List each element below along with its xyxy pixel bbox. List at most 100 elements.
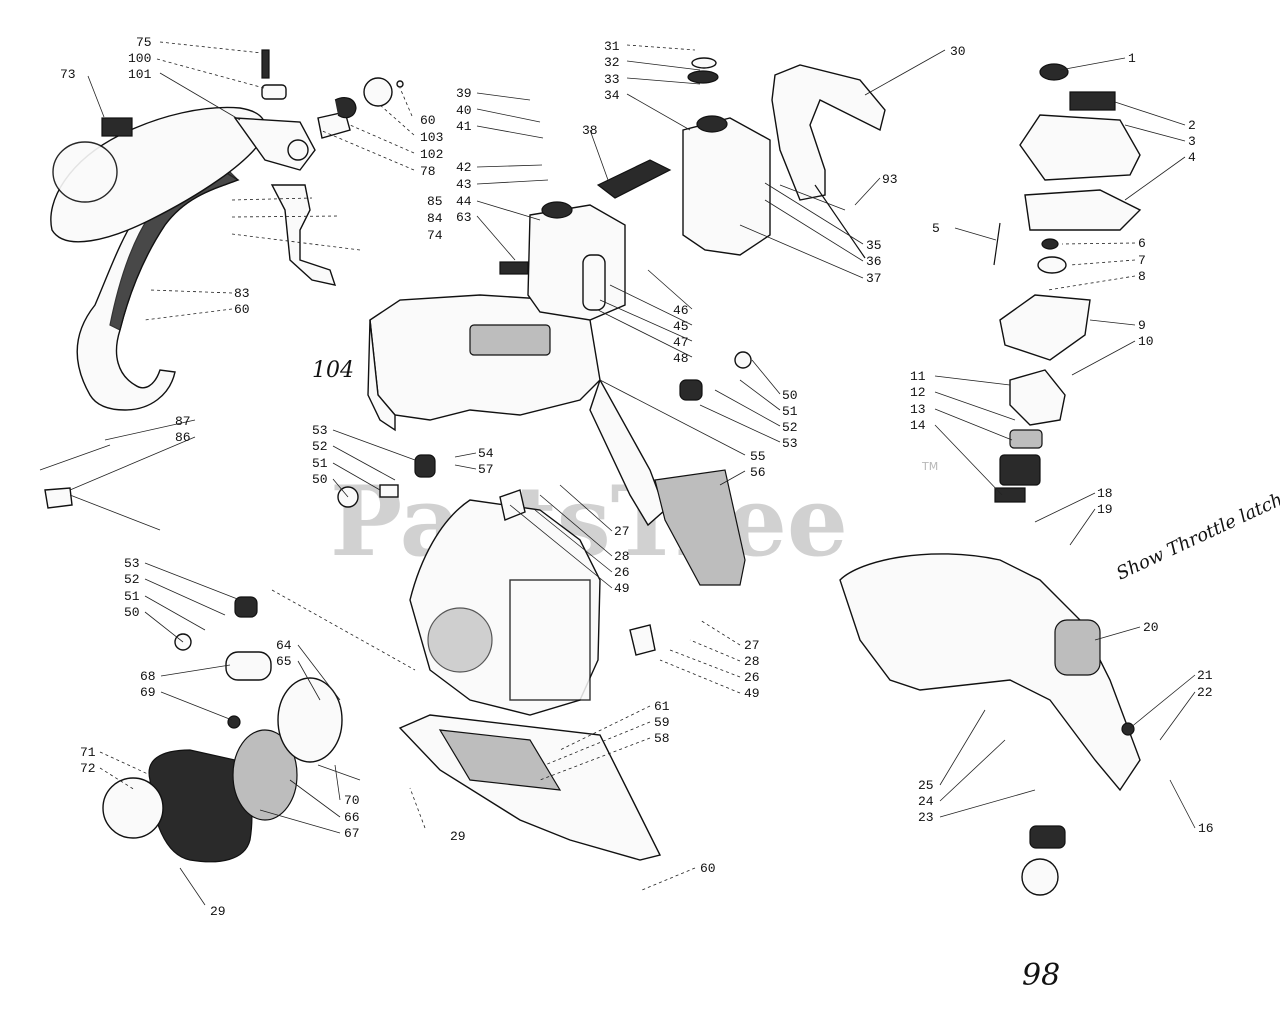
part-label[interactable]: 19	[1097, 502, 1113, 517]
part-label[interactable]: 28	[614, 549, 630, 564]
part-label[interactable]: 42	[456, 160, 472, 175]
part-label[interactable]: 32	[604, 55, 620, 70]
part-label[interactable]: 70	[344, 793, 360, 808]
part-label[interactable]: 48	[673, 351, 689, 366]
part-label[interactable]: 45	[673, 319, 689, 334]
part-label[interactable]: 26	[744, 670, 760, 685]
part-label[interactable]: 83	[234, 286, 250, 301]
part-label[interactable]: 50	[782, 388, 798, 403]
part-label[interactable]: 35	[866, 238, 882, 253]
part-label[interactable]: 26	[614, 565, 630, 580]
part-label[interactable]: 73	[60, 67, 76, 82]
part-label[interactable]: 22	[1197, 685, 1213, 700]
part-label[interactable]: 53	[124, 556, 140, 571]
part-label[interactable]: 31	[604, 39, 620, 54]
part-label[interactable]: 100	[128, 51, 151, 66]
part-label[interactable]: 1	[1128, 51, 1136, 66]
part-label[interactable]: 103	[420, 130, 443, 145]
part-label[interactable]: 40	[456, 103, 472, 118]
part-label[interactable]: 39	[456, 86, 472, 101]
part-label[interactable]: 66	[344, 810, 360, 825]
part-label[interactable]: 51	[782, 404, 798, 419]
part-label[interactable]: 8	[1138, 269, 1146, 284]
part-label[interactable]: 50	[124, 605, 140, 620]
part-label[interactable]: 6	[1138, 236, 1146, 251]
part-label[interactable]: 46	[673, 303, 689, 318]
part-label[interactable]: 58	[654, 731, 670, 746]
part-label[interactable]: 51	[124, 589, 140, 604]
part-label[interactable]: 53	[782, 436, 798, 451]
part-label[interactable]: 23	[918, 810, 934, 825]
part-label[interactable]: 102	[420, 147, 443, 162]
part-label[interactable]: 53	[312, 423, 328, 438]
part-label[interactable]: 25	[918, 778, 934, 793]
part-label[interactable]: 27	[744, 638, 760, 653]
part-label[interactable]: 4	[1188, 150, 1196, 165]
part-label[interactable]: 71	[80, 745, 96, 760]
part-label[interactable]: 57	[478, 462, 494, 477]
part-label[interactable]: 20	[1143, 620, 1159, 635]
part-label[interactable]: 78	[420, 164, 436, 179]
part-label[interactable]: 7	[1138, 253, 1146, 268]
part-label[interactable]: 30	[950, 44, 966, 59]
part-label[interactable]: 50	[312, 472, 328, 487]
part-label[interactable]: 60	[234, 302, 250, 317]
part-label[interactable]: 51	[312, 456, 328, 471]
part-label[interactable]: 75	[136, 35, 152, 50]
part-label[interactable]: 52	[782, 420, 798, 435]
part-label[interactable]: 21	[1197, 668, 1213, 683]
part-label[interactable]: 56	[750, 465, 766, 480]
part-label[interactable]: 84	[427, 211, 443, 226]
part-label[interactable]: 16	[1198, 821, 1214, 836]
part-label[interactable]: 101	[128, 67, 152, 82]
part-label[interactable]: 55	[750, 449, 766, 464]
part-label[interactable]: 93	[882, 172, 898, 187]
part-label[interactable]: 49	[744, 686, 760, 701]
part-label[interactable]: 34	[604, 88, 620, 103]
part-label[interactable]: 61	[654, 699, 670, 714]
part-label[interactable]: 27	[614, 524, 630, 539]
part-label[interactable]: 18	[1097, 486, 1113, 501]
part-label[interactable]: 36	[866, 254, 882, 269]
part-label[interactable]: 5	[932, 221, 940, 236]
part-label[interactable]: 37	[866, 271, 882, 286]
part-label[interactable]: 54	[478, 446, 494, 461]
part-label[interactable]: 65	[276, 654, 292, 669]
part-label[interactable]: 43	[456, 177, 472, 192]
part-label[interactable]: 68	[140, 669, 156, 684]
part-label[interactable]: 33	[604, 72, 620, 87]
part-label[interactable]: 44	[456, 194, 472, 209]
part-label[interactable]: 86	[175, 430, 191, 445]
part-label[interactable]: 28	[744, 654, 760, 669]
part-label[interactable]: 60	[420, 113, 436, 128]
part-label[interactable]: 38	[582, 123, 598, 138]
part-label[interactable]: 10	[1138, 334, 1154, 349]
part-label[interactable]: 13	[910, 402, 926, 417]
part-label[interactable]: 2	[1188, 118, 1196, 133]
handwritten-note-show-throttle-latch: Show Throttle latch	[1113, 489, 1280, 584]
part-label[interactable]: 12	[910, 385, 926, 400]
part-label[interactable]: 14	[910, 418, 926, 433]
part-label[interactable]: 72	[80, 761, 96, 776]
part-label[interactable]: 29	[450, 829, 466, 844]
part-label[interactable]: 64	[276, 638, 292, 653]
part-label[interactable]: 11	[910, 369, 926, 384]
part-label[interactable]: 74	[427, 228, 443, 243]
main-housing-part	[367, 294, 666, 527]
part-label[interactable]: 52	[124, 572, 140, 587]
part-label[interactable]: 41	[456, 119, 472, 134]
part-label[interactable]: 49	[614, 581, 630, 596]
part-label[interactable]: 3	[1188, 134, 1196, 149]
part-label[interactable]: 63	[456, 210, 472, 225]
part-label[interactable]: 9	[1138, 318, 1146, 333]
part-label[interactable]: 52	[312, 439, 328, 454]
part-label[interactable]: 85	[427, 194, 443, 209]
part-label[interactable]: 67	[344, 826, 360, 841]
part-label[interactable]: 24	[918, 794, 934, 809]
part-label[interactable]: 87	[175, 414, 191, 429]
part-label[interactable]: 59	[654, 715, 670, 730]
part-label[interactable]: 60	[700, 861, 716, 876]
part-label[interactable]: 29	[210, 904, 226, 919]
part-label[interactable]: 69	[140, 685, 156, 700]
part-label[interactable]: 47	[673, 335, 689, 350]
